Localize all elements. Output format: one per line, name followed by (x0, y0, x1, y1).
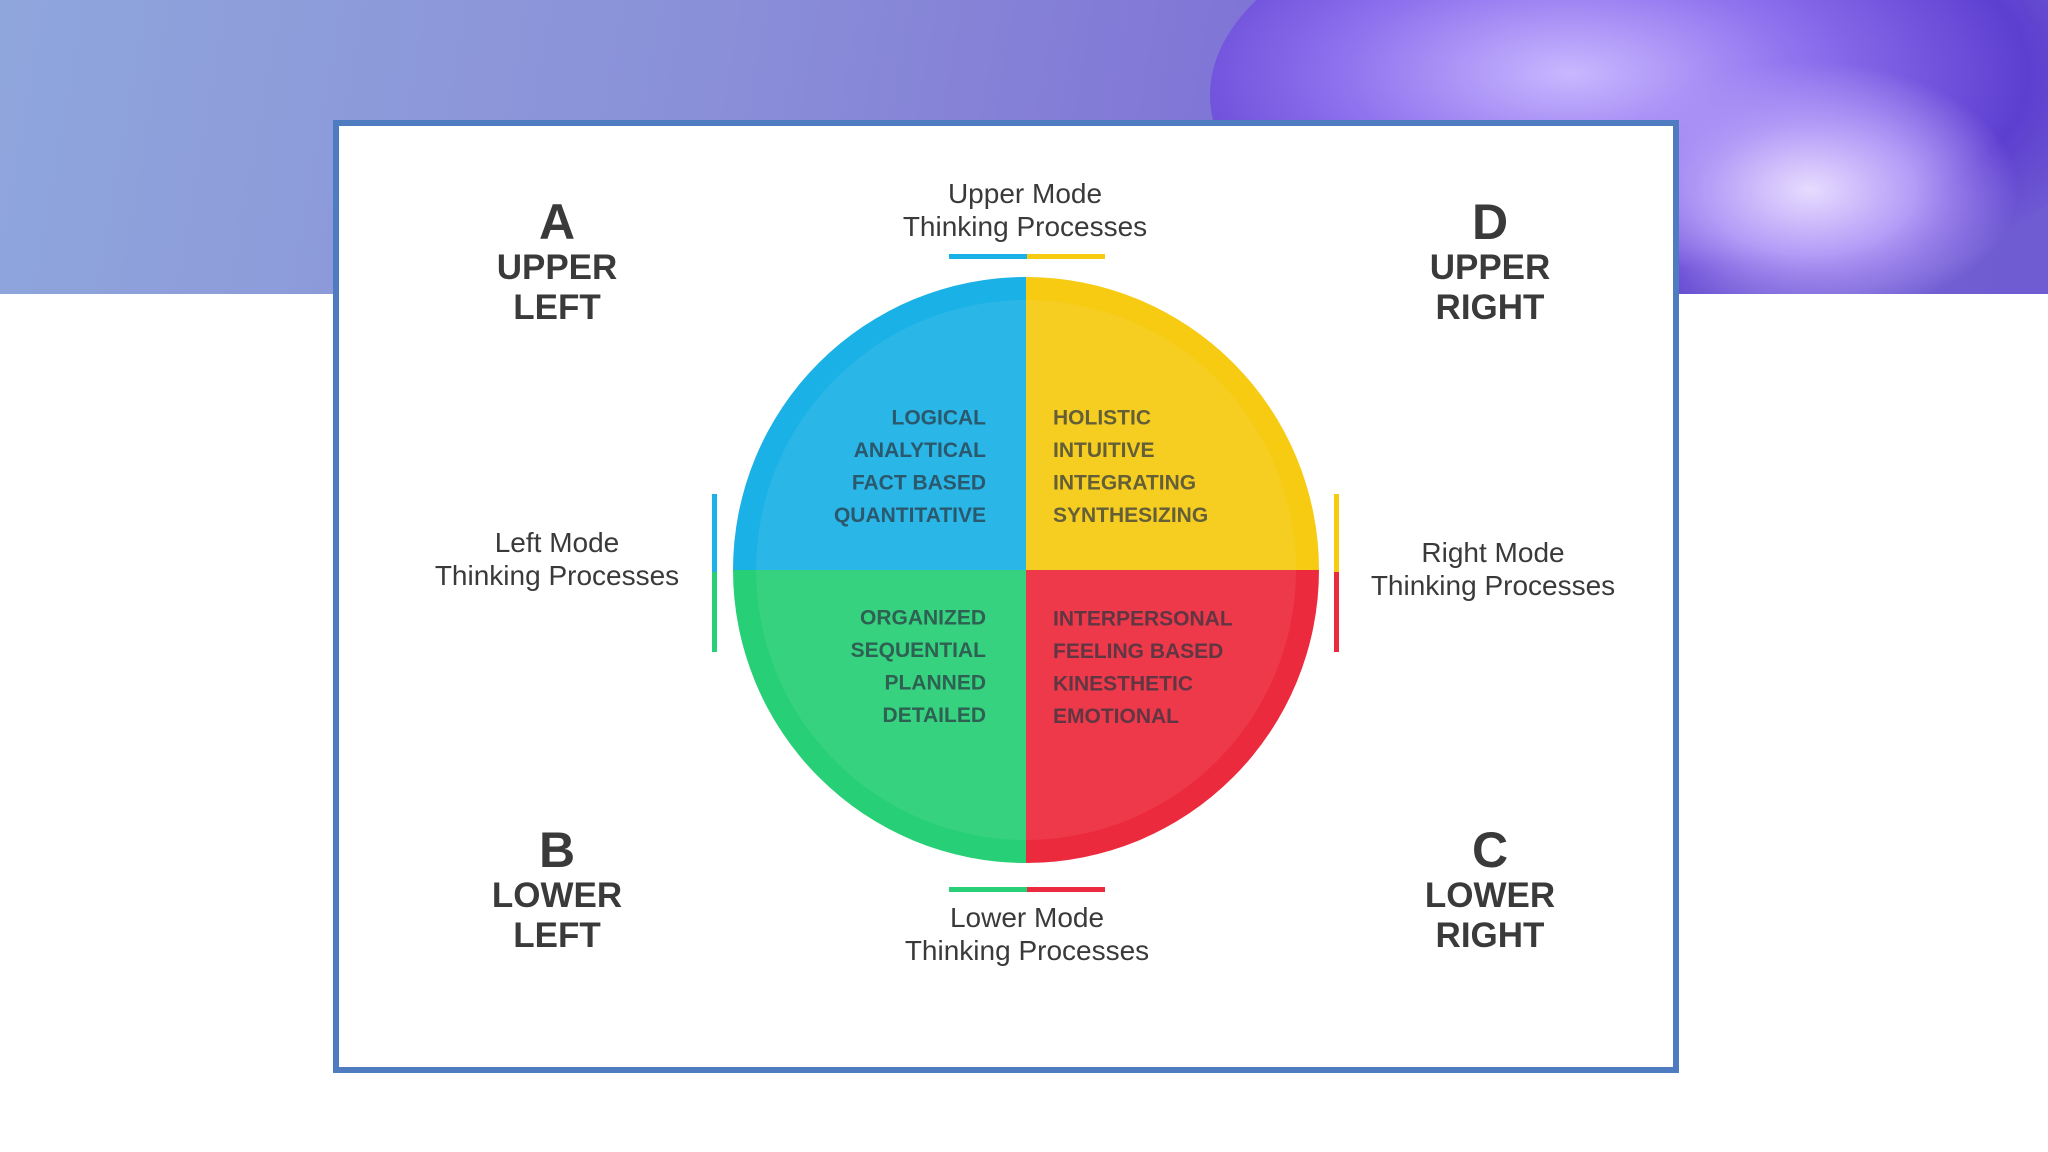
upper-mode-bar-blue (949, 254, 1027, 259)
upper-mode-bar-yellow (1027, 254, 1105, 259)
quadrant-a-line2: LEFT (513, 288, 601, 327)
quadrant-green-wedge (733, 570, 1026, 863)
quadrant-blue-wedge-inner-shade (756, 300, 1026, 570)
trait-green-0: ORGANIZED (860, 607, 986, 630)
quadrant-red-wedge-inner-shade (1026, 570, 1296, 840)
quadrant-blue-wedge (733, 277, 1026, 570)
trait-red-0: INTERPERSONAL (1053, 608, 1233, 631)
trait-blue-2: FACT BASED (852, 472, 986, 495)
quadrant-b-heading: B LOWER LEFT (407, 824, 707, 956)
upper-mode-line2: Thinking Processes (902, 211, 1148, 242)
quadrant-b-line1: LOWER (491, 876, 623, 915)
quadrant-red-wedge (1026, 570, 1319, 863)
upper-mode-line1: Upper Mode (947, 178, 1103, 209)
left-mode-label: Left Mode Thinking Processes (387, 526, 727, 592)
right-mode-bar-red (1334, 572, 1339, 652)
lower-mode-line1: Lower Mode (949, 902, 1105, 933)
quadrant-d-letter: D (1471, 194, 1509, 250)
quadrant-yellow-wedge (1026, 277, 1319, 570)
trait-blue-0: LOGICAL (892, 407, 987, 430)
trait-blue-1: ANALYTICAL (854, 439, 986, 462)
trait-green-3: DETAILED (883, 704, 986, 727)
quadrant-green-wedge-inner-shade (756, 570, 1026, 840)
trait-red-1: FEELING BASED (1053, 640, 1223, 663)
trait-yellow-3: SYNTHESIZING (1053, 504, 1208, 527)
lower-mode-bar-green (949, 887, 1027, 892)
trait-green-1: SEQUENTIAL (851, 639, 987, 662)
right-mode-line2: Thinking Processes (1370, 570, 1616, 601)
left-mode-line2: Thinking Processes (434, 560, 680, 591)
right-mode-label: Right Mode Thinking Processes (1323, 536, 1663, 602)
trait-yellow-0: HOLISTIC (1053, 407, 1151, 430)
lower-mode-label: Lower Mode Thinking Processes (857, 901, 1197, 967)
quadrant-d-line2: RIGHT (1435, 288, 1545, 327)
trait-yellow-2: INTEGRATING (1053, 472, 1196, 495)
trait-red-3: EMOTIONAL (1053, 705, 1179, 728)
quadrant-c-line2: RIGHT (1435, 916, 1545, 955)
quadrant-a-line1: UPPER (496, 248, 618, 287)
left-mode-bar-green (712, 572, 717, 652)
lower-mode-line2: Thinking Processes (904, 935, 1150, 966)
quadrant-d-line1: UPPER (1429, 248, 1551, 287)
quadrant-yellow-wedge-inner-shade (1026, 300, 1296, 570)
quadrant-a-heading: A UPPER LEFT (407, 196, 707, 328)
trait-green-2: PLANNED (884, 672, 986, 695)
quadrant-a-letter: A (538, 194, 576, 250)
quadrant-c-line1: LOWER (1424, 876, 1556, 915)
left-mode-bar-blue (712, 494, 717, 572)
right-mode-bar-yellow (1334, 494, 1339, 572)
quadrant-c-heading: C LOWER RIGHT (1340, 824, 1640, 956)
trait-red-2: KINESTHETIC (1053, 673, 1193, 696)
trait-blue-3: QUANTITATIVE (834, 504, 986, 527)
trait-yellow-1: INTUITIVE (1053, 439, 1155, 462)
right-mode-line1: Right Mode (1421, 537, 1565, 568)
upper-mode-label: Upper Mode Thinking Processes (855, 177, 1195, 243)
quadrant-b-line2: LEFT (513, 916, 601, 955)
lower-mode-bar-red (1027, 887, 1105, 892)
left-mode-line1: Left Mode (494, 527, 620, 558)
quadrant-d-heading: D UPPER RIGHT (1340, 196, 1640, 328)
quadrant-c-letter: C (1471, 822, 1509, 878)
quadrant-b-letter: B (538, 822, 576, 878)
